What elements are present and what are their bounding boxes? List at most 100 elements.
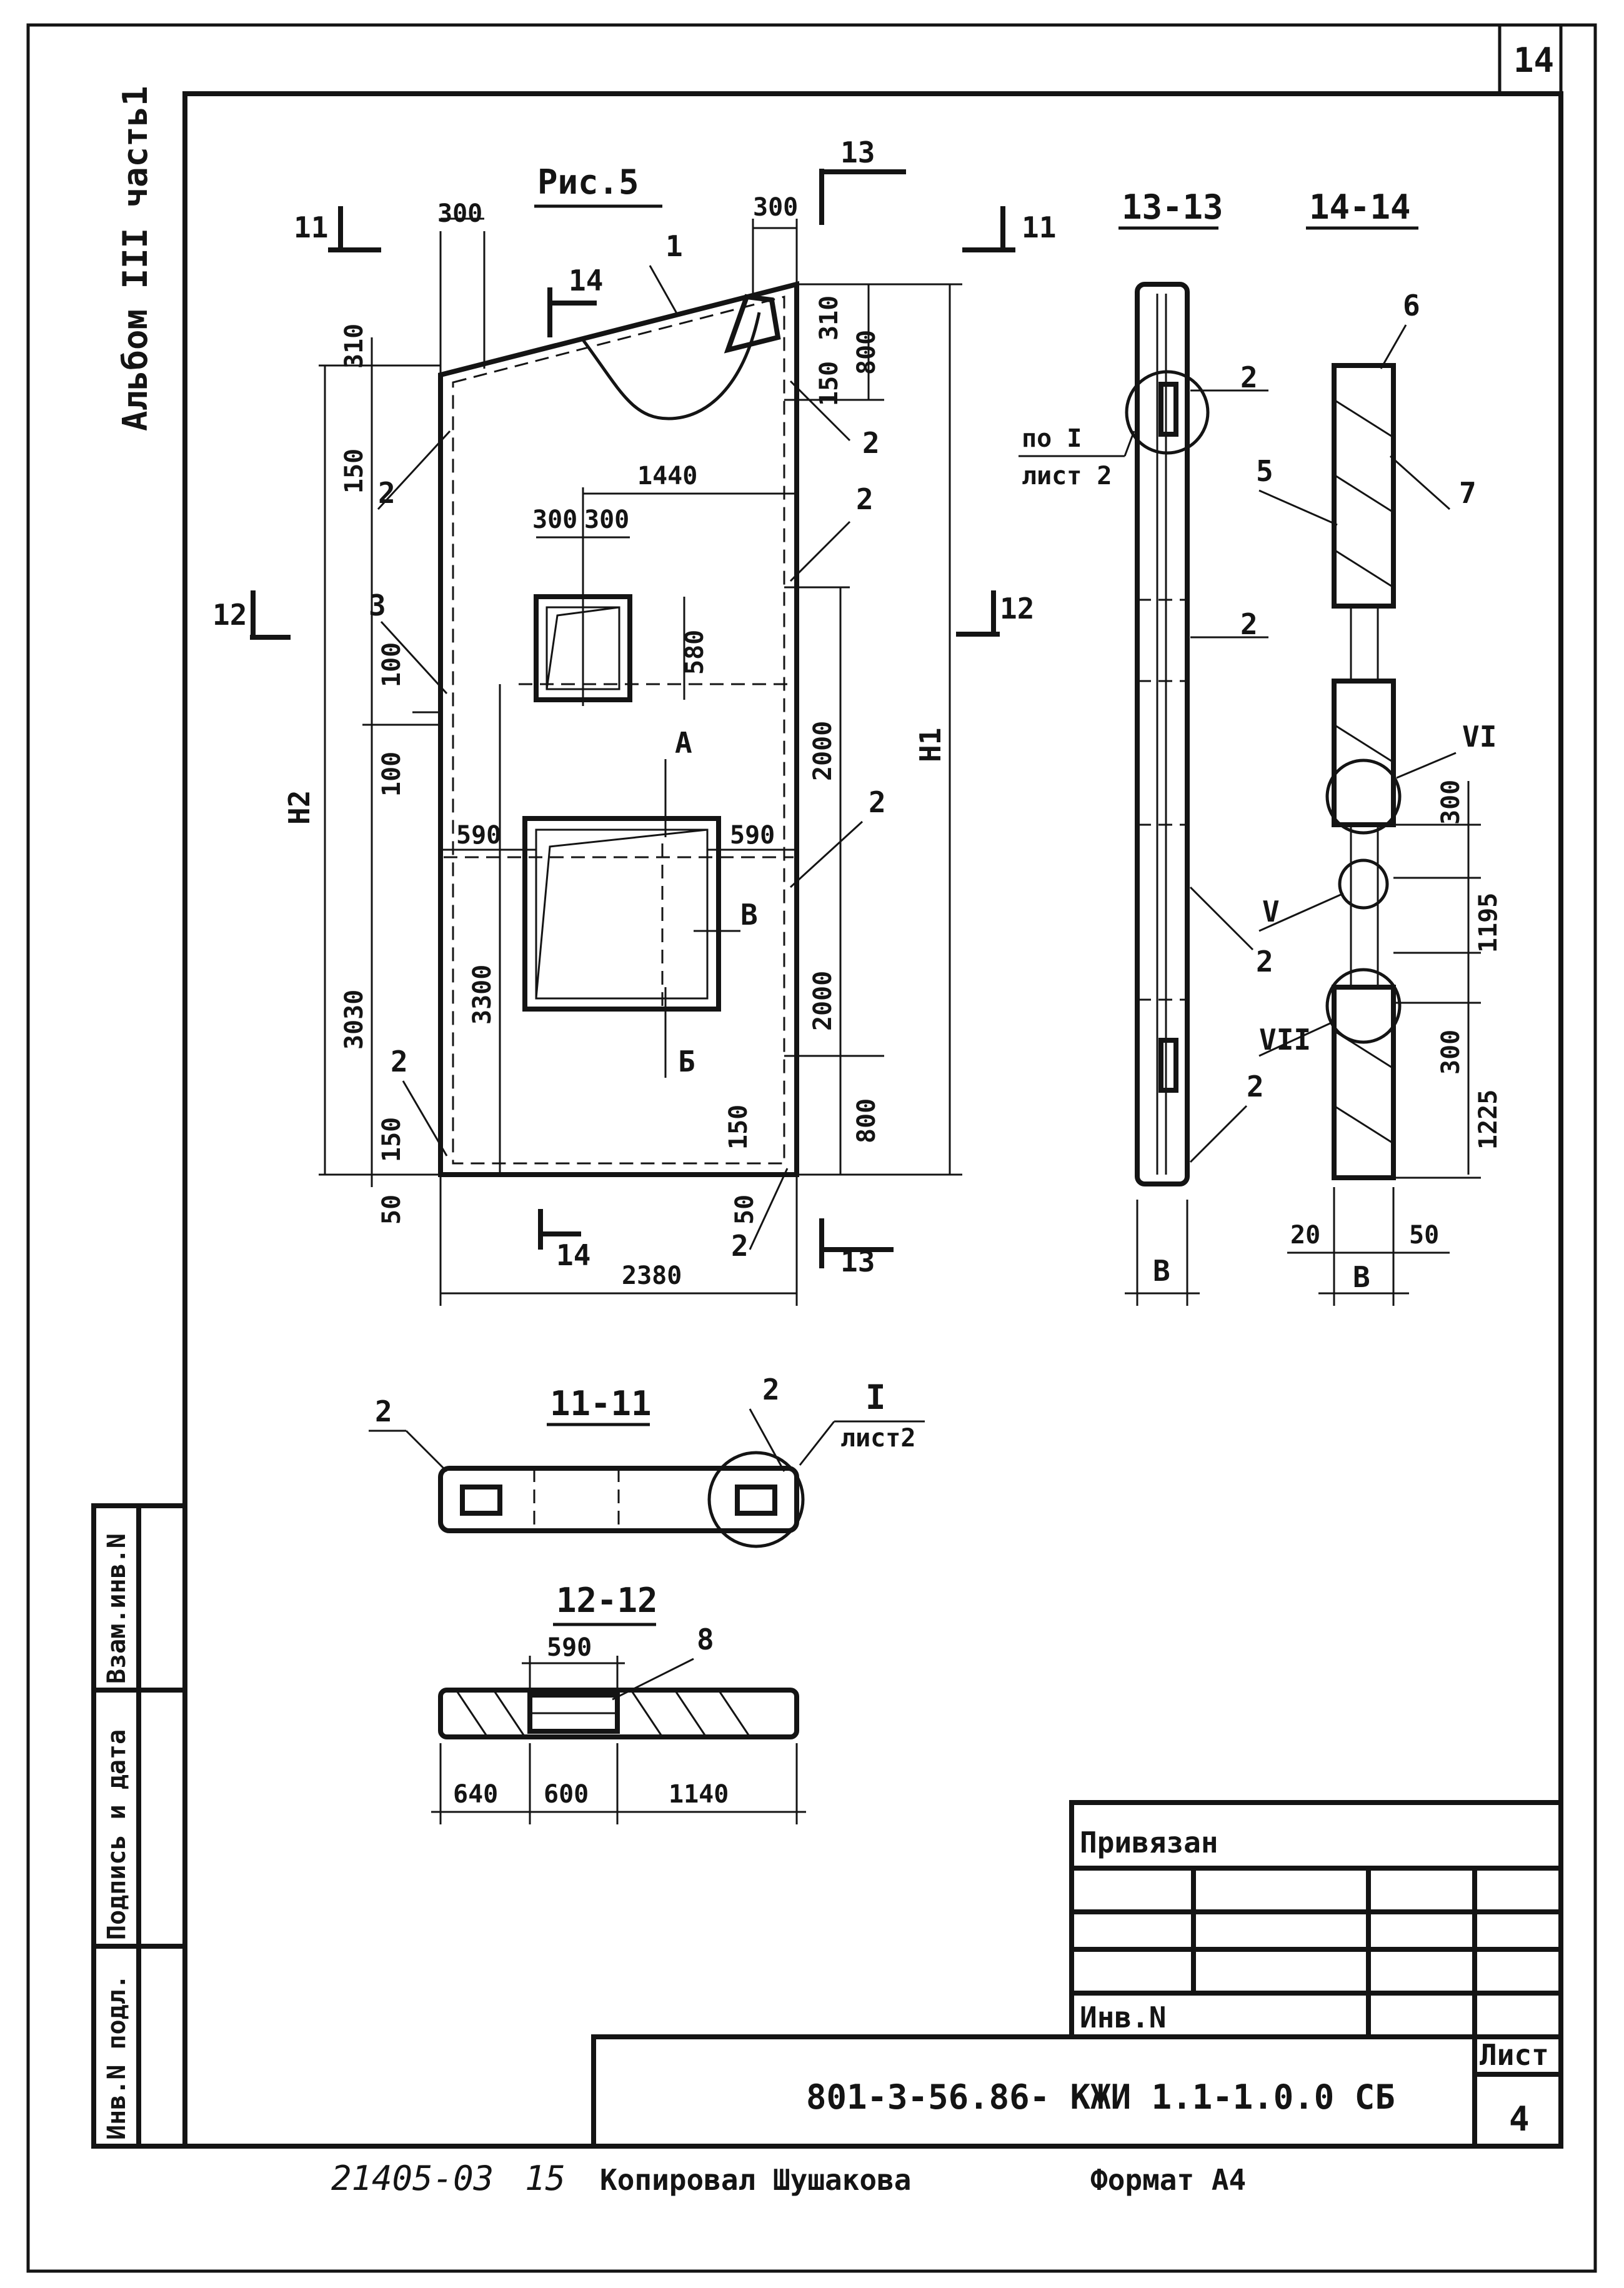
section-14-VI: VI: [1462, 720, 1497, 754]
dim-300-window-b: 300: [584, 505, 629, 534]
dim-300-window-a: 300: [532, 505, 577, 534]
section-12-12: 12-12 590 8 640 600 1140: [431, 1581, 806, 1824]
pos-2-b: 2: [862, 426, 880, 460]
section-11-I: I: [865, 1378, 886, 1417]
dim-590-left: 590: [456, 821, 501, 850]
panel-inner-dashed: [452, 296, 785, 1165]
mark-14-top: 14: [569, 264, 603, 297]
dim-50-left: 50: [377, 1195, 406, 1225]
title-block-sheet-label: Лист: [1480, 2038, 1549, 2072]
lifting-loop: [724, 294, 781, 354]
dim-580: 580: [680, 630, 709, 675]
dim-50-right: 50: [730, 1195, 759, 1225]
section-14-VII: VII: [1259, 1023, 1311, 1057]
sheet-number: 14: [1513, 41, 1554, 80]
section-13-sheet2: лист 2: [1022, 462, 1112, 490]
section-12-dim-600: 600: [544, 1780, 589, 1809]
dim-150-left-bot: 150: [377, 1117, 406, 1162]
title-block: Привязан Инв.N 801-3-56.86- КЖИ 1.1-1.0.…: [591, 1800, 1563, 2149]
section-14-dim-20: 20: [1290, 1221, 1320, 1250]
label-V: В: [740, 898, 758, 932]
pos-2-f: 2: [731, 1229, 749, 1263]
section-13-pos2-c: 2: [1256, 945, 1273, 978]
copy-note-code: 21405-03: [331, 2159, 494, 2198]
section-14-14: 14-14 6 5 7 VI V VII 3: [1256, 187, 1503, 1306]
dim-310-left: 310: [340, 324, 369, 369]
section-14-dim-1195: 1195: [1474, 893, 1503, 953]
section-13-po-I: по I: [1022, 424, 1082, 453]
section-14-title: 14-14: [1309, 187, 1411, 227]
section-12-body: [438, 1688, 799, 1739]
dim-3300: 3300: [468, 965, 497, 1025]
section-13-pos2-d: 2: [1247, 1070, 1264, 1103]
section-11-title: 11-11: [550, 1384, 652, 1423]
dim-2000-bot: 2000: [809, 971, 837, 1031]
mark-12-right: 12: [1000, 592, 1034, 625]
panel-main-view: Рис.5 300 300 1440: [212, 136, 1056, 1306]
section-14-body-top: [1332, 363, 1396, 609]
mark-12-left: 12: [212, 598, 247, 632]
title-block-doc-code: 801-3-56.86- КЖИ 1.1-1.0.0 СБ: [806, 2077, 1395, 2117]
pos-2-c: 2: [856, 482, 874, 516]
section-14-b: В: [1353, 1260, 1370, 1294]
panel-outline: [438, 281, 799, 1177]
dim-2380: 2380: [622, 1261, 682, 1290]
copy-note-number: 15: [525, 2159, 565, 2198]
dim-800-top: 800: [852, 330, 881, 375]
section-12-pos8: 8: [697, 1623, 714, 1656]
section-12-dim-590: 590: [547, 1633, 592, 1662]
pos-2-e: 2: [391, 1045, 408, 1078]
mark-11-right: 11: [1022, 211, 1056, 244]
dim-150-left-top: 150: [340, 449, 369, 494]
section-14-pos5: 5: [1256, 454, 1273, 488]
dim-300-top-left: 300: [437, 199, 482, 228]
title-block-inv-no: Инв.N: [1080, 2001, 1166, 2034]
pos-1: 1: [665, 229, 683, 263]
mark-13-top: 13: [840, 136, 875, 169]
side-stamp-vzam: Взам.инв.N: [102, 1533, 131, 1684]
dim-100-b: 100: [377, 752, 406, 797]
section-14-pos6: 6: [1403, 289, 1420, 322]
dim-150-right-bot: 150: [724, 1105, 753, 1150]
section-12-title: 12-12: [556, 1581, 658, 1620]
section-11-pos2-right: 2: [762, 1373, 780, 1406]
section-13-b: В: [1153, 1254, 1170, 1288]
dim-150-right-top: 150: [815, 361, 844, 406]
sheet-number-box: [1498, 23, 1563, 96]
figure-title: Рис.5: [537, 162, 639, 202]
pos-2-d: 2: [869, 785, 886, 819]
section-11-sheet2: лист2: [840, 1424, 915, 1453]
dim-h1: H1: [914, 728, 947, 762]
dim-300-top-right: 300: [753, 193, 798, 222]
section-13-pos2-b: 2: [1240, 607, 1258, 641]
section-14-dim-50: 50: [1409, 1221, 1439, 1250]
copy-note: 21405-03 15 Копировал Шушакова Формат А4: [331, 2159, 1246, 2198]
section-13-pos2-a: 2: [1240, 361, 1258, 394]
section-11-pos2-left: 2: [375, 1395, 392, 1428]
dim-2000-top: 2000: [809, 721, 837, 781]
section-13-13: 13-13 по I лист 2 2 2 2 2 В: [1019, 187, 1273, 1306]
album-label: Альбом III часть1: [116, 86, 155, 431]
section-11-11: 11-11 2 2 I лист2: [369, 1373, 925, 1548]
dim-h2: H2: [282, 790, 316, 825]
section-12-dim-1140: 1140: [669, 1780, 729, 1809]
mark-11-left: 11: [294, 211, 328, 244]
dim-590-right: 590: [730, 821, 775, 850]
dim-3030: 3030: [340, 990, 369, 1050]
label-A: А: [675, 726, 692, 760]
copy-note-format: Формат А4: [1090, 2163, 1246, 2197]
break-line: [579, 312, 761, 420]
section-14-body-mid: [1332, 679, 1396, 827]
title-block-sheet-value: 4: [1509, 2099, 1530, 2139]
label-B: Б: [678, 1045, 695, 1078]
side-stamp-inv-podl: Инв.N подл.: [102, 1974, 131, 2140]
section-13-title: 13-13: [1122, 187, 1223, 227]
section-14-dim-300-b: 300: [1437, 1030, 1465, 1075]
title-block-privyazan: Привязан: [1080, 1826, 1218, 1859]
section-12-dim-640: 640: [453, 1780, 498, 1809]
section-13-body: [1135, 282, 1190, 1186]
section-14-dim-1225: 1225: [1474, 1090, 1503, 1150]
mark-14-bot: 14: [556, 1238, 590, 1272]
big-window: [522, 816, 721, 1012]
